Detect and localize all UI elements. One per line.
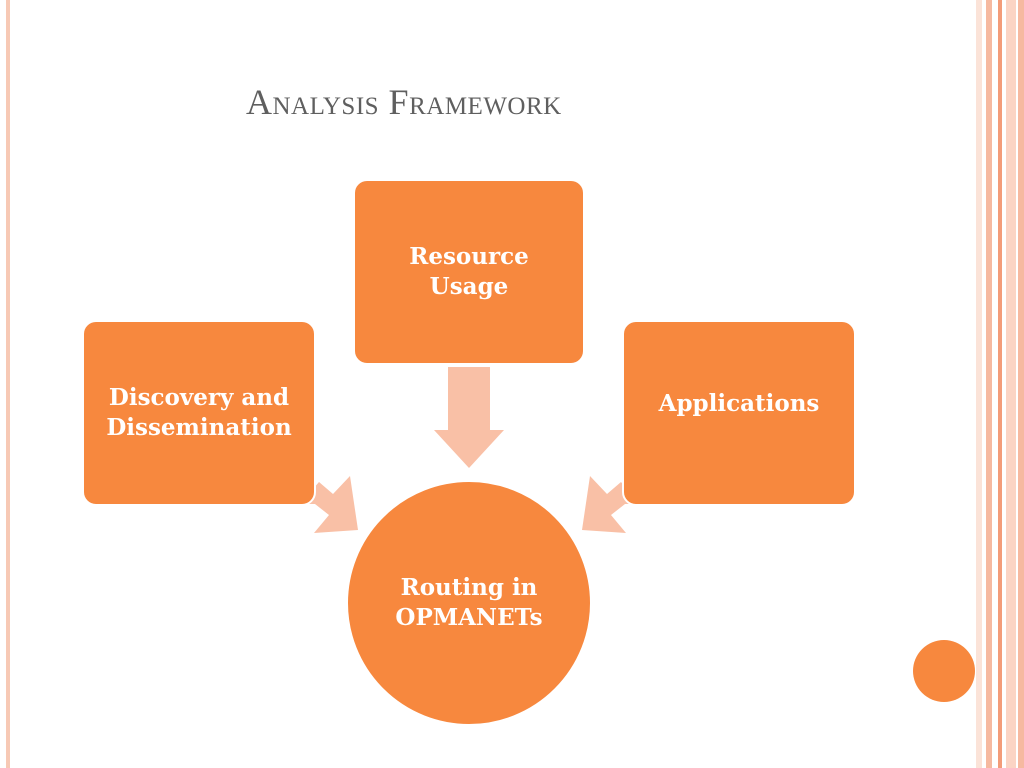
node-routing-opmanets: Routing in OPMANETs — [346, 480, 592, 726]
node-routing-opmanets-label: Routing in OPMANETs — [395, 574, 543, 631]
node-discovery-dissemination-label: Discovery and Dissemination — [106, 384, 292, 441]
decorative-dot — [913, 640, 975, 702]
slide-title: Analysis Framework — [246, 82, 562, 122]
node-applications: Applications — [622, 320, 856, 506]
node-discovery-dissemination: Discovery and Dissemination — [82, 320, 316, 506]
node-resource-usage-label: Resource Usage — [409, 243, 529, 300]
arrow-resource-to-routing — [434, 367, 504, 468]
slide-frame-left — [6, 0, 10, 768]
node-applications-label: Applications — [658, 390, 820, 417]
node-resource-usage: Resource Usage — [353, 179, 585, 365]
slide-frame-right — [976, 0, 1024, 768]
